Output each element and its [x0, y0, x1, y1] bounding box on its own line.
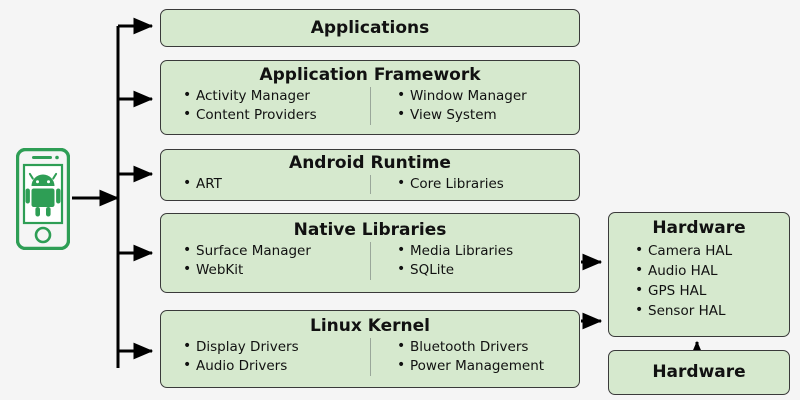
list-item: Power Management	[397, 356, 579, 376]
list-item: GPS HAL	[635, 280, 789, 301]
layer-title-android-runtime: Android Runtime	[289, 153, 451, 173]
list-item: Sensor HAL	[635, 300, 789, 321]
column-right: Media Libraries SQLite	[370, 241, 579, 280]
list-item: SQLite	[397, 260, 579, 280]
list-item: Audio Drivers	[183, 356, 370, 376]
layer-items-native-libraries: Surface Manager WebKit Media Libraries S…	[161, 241, 579, 280]
column-left: Display Drivers Audio Drivers	[161, 337, 370, 376]
column-right: Core Libraries	[370, 174, 579, 194]
list-item: Core Libraries	[397, 174, 579, 194]
column-right: Window Manager View System	[370, 86, 579, 125]
layer-box-hardware-hal[interactable]: Hardware Camera HAL Audio HAL GPS HAL Se…	[608, 212, 790, 337]
layer-items-application-framework: Activity Manager Content Providers Windo…	[161, 86, 579, 125]
layer-title-applications: Applications	[310, 18, 430, 38]
layer-box-linux-kernel[interactable]: Linux Kernel Display Drivers Audio Drive…	[160, 310, 580, 388]
column-left: Surface Manager WebKit	[161, 241, 370, 280]
list-item: ART	[183, 174, 370, 194]
column-right: Bluetooth Drivers Power Management	[370, 337, 579, 376]
list-item: View System	[397, 105, 579, 125]
layer-title-application-framework: Application Framework	[259, 65, 481, 85]
layer-box-native-libraries[interactable]: Native Libraries Surface Manager WebKit …	[160, 213, 580, 293]
android-phone-icon	[15, 147, 71, 251]
layer-box-hardware-bottom[interactable]: Hardware	[608, 350, 790, 395]
layer-box-android-runtime[interactable]: Android Runtime ART Core Libraries	[160, 149, 580, 201]
layer-title-linux-kernel: Linux Kernel	[310, 316, 430, 336]
list-item: Activity Manager	[183, 86, 370, 106]
column-left: Activity Manager Content Providers	[161, 86, 370, 125]
layer-title-native-libraries: Native Libraries	[293, 220, 447, 240]
column-left: ART	[161, 174, 370, 194]
list-item: Bluetooth Drivers	[397, 337, 579, 357]
layer-box-applications[interactable]: Applications	[160, 9, 580, 47]
list-item: Display Drivers	[183, 337, 370, 357]
layer-title-hardware-hal: Hardware	[652, 218, 746, 238]
list-item: Media Libraries	[397, 241, 579, 261]
layer-title-hardware-bottom: Hardware	[652, 362, 746, 382]
layer-items-hardware-hal: Camera HAL Audio HAL GPS HAL Sensor HAL	[609, 240, 789, 321]
layer-items-linux-kernel: Display Drivers Audio Drivers Bluetooth …	[161, 337, 579, 376]
layer-box-application-framework[interactable]: Application Framework Activity Manager C…	[160, 60, 580, 135]
layer-items-android-runtime: ART Core Libraries	[161, 174, 579, 194]
list-item: Surface Manager	[183, 241, 370, 261]
list-item: Window Manager	[397, 86, 579, 106]
list-item: Audio HAL	[635, 260, 789, 281]
list-item: Content Providers	[183, 105, 370, 125]
list-item: WebKit	[183, 260, 370, 280]
list-item: Camera HAL	[635, 240, 789, 261]
